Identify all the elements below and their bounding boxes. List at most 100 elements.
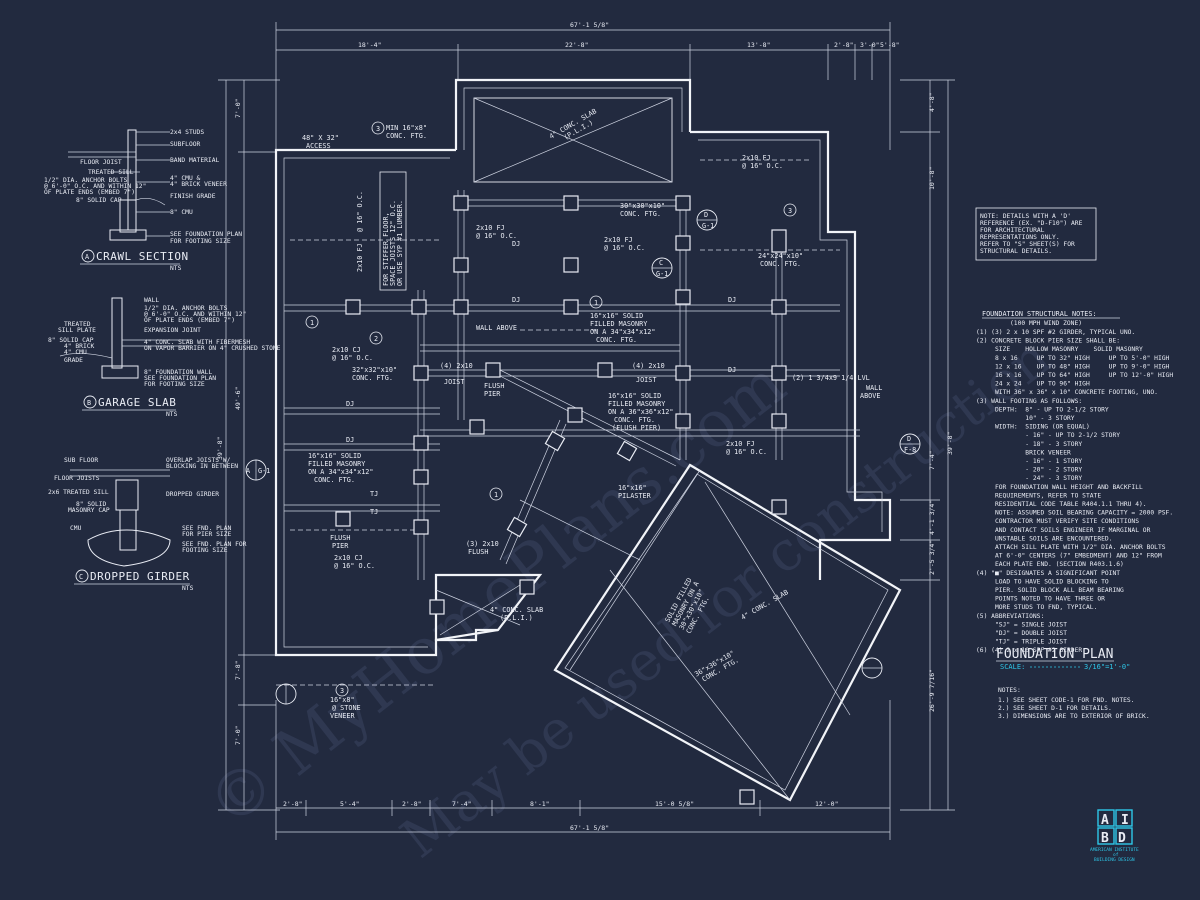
masonry-note: FILLED MASONRY bbox=[590, 320, 647, 328]
flush-pier-label: FLUSH bbox=[330, 534, 350, 542]
detail-note: MASONRY CAP bbox=[68, 507, 110, 514]
masonry-note: 16"x16" SOLID bbox=[608, 392, 661, 400]
right-dim: 7'-4" bbox=[928, 450, 936, 470]
tj-label: TJ bbox=[370, 508, 378, 516]
structural-note-line: MORE STUDS TO FND, TYPICAL. bbox=[976, 604, 1097, 611]
bottom-dim: 2'-8" bbox=[402, 800, 422, 808]
detail-note: @ 6'-0" O.C. AND WITHIN 12" bbox=[44, 183, 146, 190]
structural-note-line: DEPTH: 8" - UP TO 2-1/2 STORY bbox=[976, 406, 1109, 413]
svg-text:3: 3 bbox=[788, 207, 792, 215]
stiffer-floor-note: SPACE JOISTS 12" O.C. bbox=[389, 200, 397, 286]
note-line: NOTE: DETAILS WITH A 'D' bbox=[980, 213, 1071, 220]
structural-note-line: 24 x 24 UP TO 96" HIGH bbox=[976, 381, 1090, 388]
wall-above-label: ABOVE bbox=[860, 392, 880, 400]
joist-label: JOIST bbox=[636, 376, 656, 384]
structural-note-line: "SJ" = SINGLE JOIST bbox=[976, 621, 1067, 628]
logo-letter: A bbox=[1101, 813, 1109, 828]
structural-note-line: FOR FOUNDATION WALL HEIGHT AND BACKFILL bbox=[976, 484, 1143, 491]
footing-spec: CONC. FTG. bbox=[620, 210, 661, 218]
structural-note-line: 8 x 16 UP TO 32" HIGH UP TO 5'-0" HIGH bbox=[976, 355, 1170, 362]
notes-subtitle: (100 MPH WIND ZONE) bbox=[1010, 320, 1082, 327]
logo-letter: B bbox=[1101, 831, 1109, 846]
dj-label: DJ bbox=[346, 436, 354, 444]
access-label: ACCESS bbox=[306, 142, 331, 150]
veneer-label: VENEER bbox=[330, 712, 355, 720]
plan-title: FOUNDATION PLAN bbox=[996, 647, 1113, 662]
access-label: 48" X 32" bbox=[302, 134, 339, 142]
joist-spec: 2x10 FJ bbox=[356, 243, 364, 272]
bottom-dim: 2'-8" bbox=[283, 800, 303, 808]
flush-beam-label: FLUSH bbox=[468, 548, 488, 556]
joist-label: (4) 2x10 bbox=[632, 362, 665, 370]
detail-note: SUBFLOOR bbox=[170, 141, 201, 148]
flush-pier-label: PIER bbox=[332, 542, 349, 550]
general-note: 1.) SEE SHEET CODE-1 FOR FND. NOTES. bbox=[998, 697, 1134, 704]
dj-label: DJ bbox=[346, 400, 354, 408]
structural-note-line: (1) (3) 2 x 10 SPF #2 GIRDER, TYPICAL UN… bbox=[976, 329, 1135, 336]
masonry-note: CONC. FTG. bbox=[614, 416, 655, 424]
top-dim: 2'-8" bbox=[834, 41, 854, 49]
stiffer-floor-note: FOR STIFFER FLOOR, bbox=[382, 212, 390, 286]
joist-spec: 2x10 FJ bbox=[604, 236, 633, 244]
pilaster-label: 16"x16" bbox=[618, 484, 647, 492]
detail-note: 2x6 TREATED SILL bbox=[48, 489, 109, 496]
footing-spec: 30"x30"x10" bbox=[620, 202, 665, 210]
top-dim: 3'-0" bbox=[860, 41, 880, 49]
note-line: REPRESENTATIONS ONLY. bbox=[980, 234, 1060, 241]
structural-note-line: NOTE: ASSUMED SOIL BEARING CAPACITY = 20… bbox=[976, 510, 1173, 517]
structural-note-line: 10" - 3 STORY bbox=[976, 415, 1075, 422]
structural-note-line: WITH 36" x 36" x 10" CONCRETE FOOTING, U… bbox=[976, 389, 1158, 396]
tj-label: TJ bbox=[370, 490, 378, 498]
aibd-logo: A I B D AMERICAN INSTITUTE of BUILDING D… bbox=[1090, 809, 1139, 863]
detail-note: ON VAPOR BARRIER ON 4" CRUSHED STONE bbox=[144, 345, 281, 352]
detail-marker: C bbox=[79, 573, 83, 581]
bottom-dim: 15'-0 5/8" bbox=[655, 800, 694, 808]
detail-marker-sheet: G-1 bbox=[258, 467, 270, 475]
top-dim: 13'-8" bbox=[747, 41, 770, 49]
detail-title: GARAGE SLAB bbox=[98, 396, 176, 409]
detail-note: 1/2" DIA. ANCHOR BOLTS bbox=[144, 305, 228, 312]
bottom-dimensions: 2'-8" 5'-4" 2'-8" 7'-4" 8'-1" 15'-0 5/8"… bbox=[275, 700, 891, 840]
left-dimensions: 7'-0" 49'-6" 39'-8" 7'-8" 7'-0" bbox=[216, 79, 280, 811]
dropped-girder-detail: SUB FLOOR OVERLAP JOISTS W/ BLOCKING IN … bbox=[48, 457, 247, 592]
structural-note-line: - 24" - 3 STORY bbox=[976, 475, 1082, 482]
svg-text:D: D bbox=[704, 211, 708, 219]
joist-spec: @ 16" O.C. bbox=[476, 232, 517, 240]
detail-note: SEE FOUNDATION PLAN bbox=[170, 231, 242, 238]
overall-dim-top: 67'-1 5/8" bbox=[570, 21, 609, 29]
general-note: 2.) SEE SHEET D-1 FOR DETAILS. bbox=[998, 705, 1112, 712]
foundation-walls bbox=[274, 78, 902, 802]
bottom-dim: 12'-0" bbox=[815, 800, 838, 808]
detail-note: 8" FOUNDATION WALL bbox=[144, 369, 212, 376]
svg-text:1: 1 bbox=[494, 491, 498, 499]
logo-letter: I bbox=[1121, 813, 1129, 828]
wall-above-label: WALL bbox=[866, 384, 882, 392]
top-dim: 5'-8" bbox=[880, 41, 900, 49]
architectural-note-box: NOTE: DETAILS WITH A 'D' REFERENCE (EX. … bbox=[975, 207, 1097, 261]
masonry-note: 16"x16" SOLID bbox=[308, 452, 361, 460]
right-dim: 4'-8" bbox=[928, 92, 936, 112]
structural-note-line: "TJ" = TRIPLE JOIST bbox=[976, 639, 1067, 646]
structural-note-line: LOAD TO HAVE SOLID BLOCKING TO bbox=[976, 578, 1109, 585]
left-dim: 7'-0" bbox=[234, 725, 242, 745]
structural-note-line: BRICK VENEER bbox=[976, 449, 1071, 456]
joist-spec: 2x10 FJ bbox=[476, 224, 505, 232]
left-dim: 7'-8" bbox=[234, 660, 242, 680]
detail-note: FOOTING SIZE bbox=[182, 547, 228, 554]
note-line: STRUCTURAL DETAILS. bbox=[980, 248, 1052, 255]
detail-note: FLOOR JOIST bbox=[80, 159, 122, 166]
svg-text:1: 1 bbox=[310, 319, 314, 327]
detail-note: 8" CMU bbox=[170, 209, 193, 216]
detail-note: SEE FND. PLAN bbox=[182, 525, 231, 532]
structural-note-line: ATTACH SILL PLATE WITH 1/2" DIA. ANCHOR … bbox=[976, 544, 1166, 551]
veneer-label: 16"x8" bbox=[330, 696, 355, 704]
detail-note: GRADE bbox=[64, 357, 83, 364]
detail-marker: A bbox=[85, 253, 89, 261]
footing-spec: 24"x24"x10" bbox=[758, 252, 803, 260]
svg-text:G-1: G-1 bbox=[702, 222, 714, 230]
wall-above-label: WALL ABOVE bbox=[476, 324, 517, 332]
left-dim: 49'-6" bbox=[234, 387, 242, 410]
masonry-note: CONC. FTG. bbox=[314, 476, 355, 484]
lvl-label: (2) 1 3/4x9 1/4 LVL bbox=[792, 374, 870, 382]
right-dim: 39'-8" bbox=[946, 432, 954, 455]
